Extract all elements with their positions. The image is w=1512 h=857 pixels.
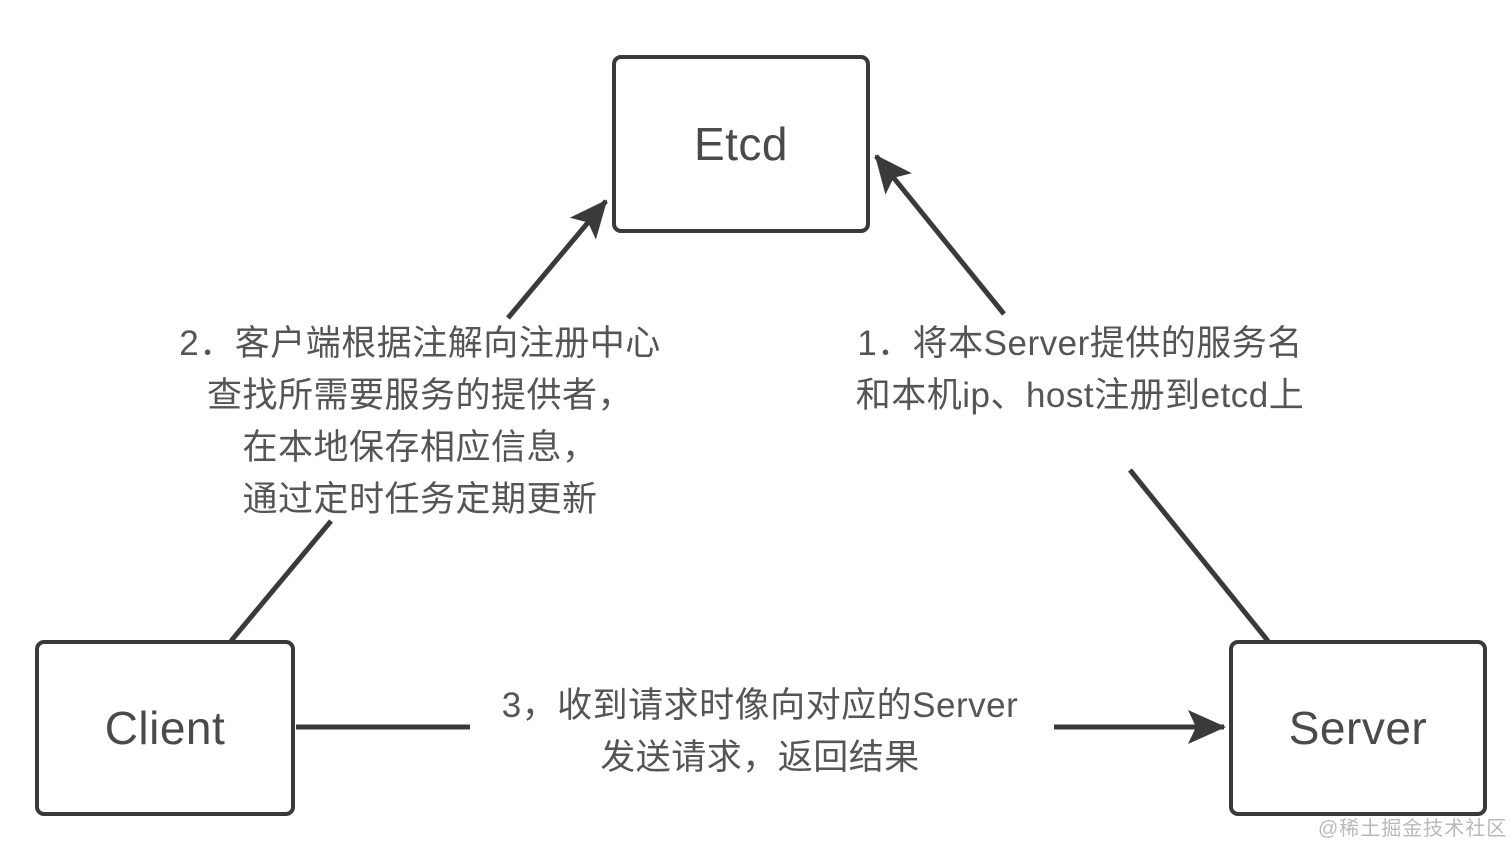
node-client[interactable]: Client [35, 640, 295, 816]
node-server-label: Server [1288, 702, 1428, 754]
watermark: @稀土掘金技术社区 [1318, 818, 1508, 840]
node-client-label: Client [104, 702, 226, 754]
edge-label-client-to-etcd: 2．客户端根据注解向注册中心 查找所需要服务的提供者， 在本地保存相应信息， 通… [179, 324, 661, 519]
node-server[interactable]: Server [1229, 640, 1487, 816]
node-etcd[interactable]: Etcd [612, 55, 870, 233]
edge-server-to-etcd [874, 154, 1270, 643]
edge-label-server-to-etcd: 1．将本Server提供的服务名 和本机ip、host注册到etcd上 [855, 324, 1305, 415]
edge-label-client-to-server: 3，收到请求时像向对应的Server 发送请求，返回结果 [501, 686, 1019, 777]
node-etcd-label: Etcd [693, 118, 789, 170]
edge-client-to-etcd [229, 199, 608, 643]
